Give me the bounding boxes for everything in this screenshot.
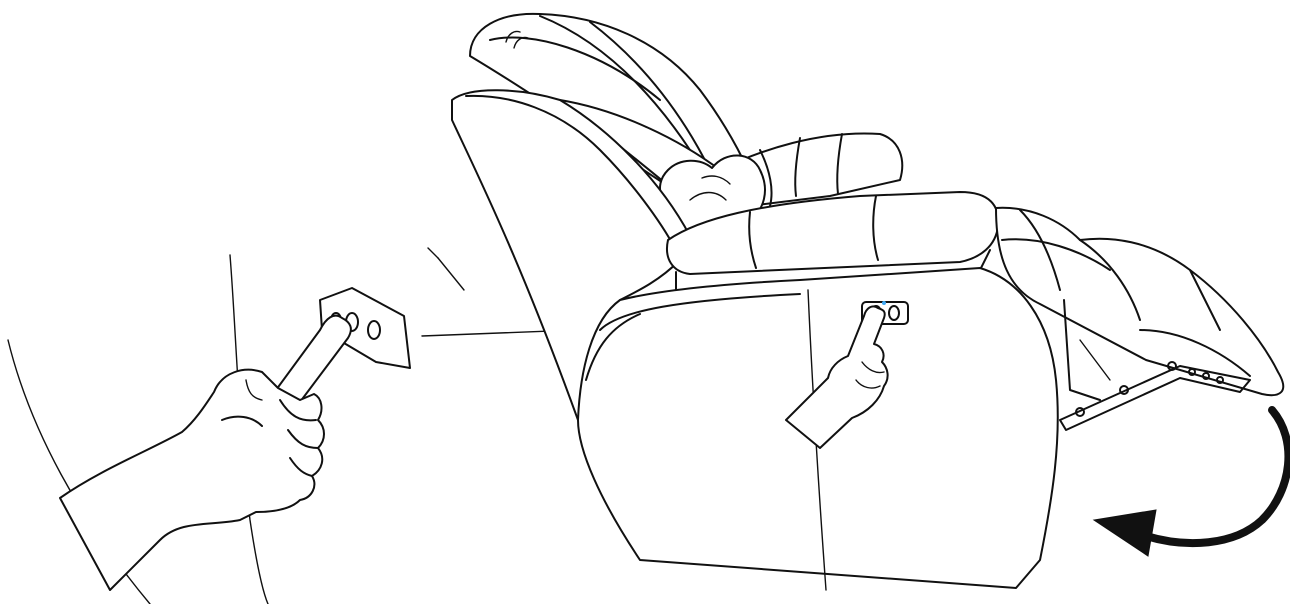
hand-small	[785, 305, 889, 449]
motion-strokes	[427, 247, 465, 291]
recliner-chair	[451, 12, 1285, 591]
panel-button-icon	[367, 320, 381, 340]
curved-arrow-icon	[1092, 406, 1290, 557]
small-hand	[785, 305, 889, 449]
fist	[59, 368, 325, 591]
footrest-mechanism	[1059, 299, 1251, 431]
indicator-light-icon	[882, 301, 886, 305]
back-cushion	[559, 99, 904, 213]
index-finger	[275, 314, 352, 403]
hand-zoom	[59, 314, 352, 591]
